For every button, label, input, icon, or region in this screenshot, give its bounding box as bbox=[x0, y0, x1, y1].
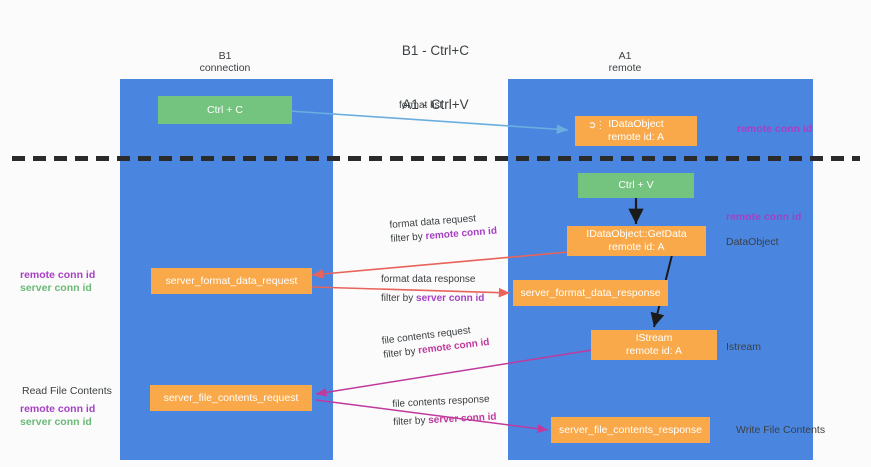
column-header-b1: B1 connection bbox=[150, 50, 300, 74]
node-istream-remote-id: remote id: A bbox=[625, 345, 683, 357]
annotation-write-file-contents: Write File Contents bbox=[736, 424, 826, 436]
column-header-a1-role: remote bbox=[608, 62, 642, 74]
annotation-remote-conn-id-mid: remote conn id bbox=[726, 211, 802, 223]
node-getdata-remote-id: remote id: A bbox=[608, 241, 665, 253]
edge-label-file-contents-response-line-1: file contents response bbox=[392, 393, 490, 410]
phase-divider bbox=[12, 156, 860, 161]
node-server-format-data-response-label: server_format_data_response bbox=[520, 286, 661, 299]
column-header-a1: A1 remote bbox=[550, 50, 700, 74]
edge-label-format-data-response-line-2: filter by server conn id bbox=[381, 293, 485, 304]
edge-label-format-data-response-line-1: format data response bbox=[381, 274, 476, 285]
node-server-file-contents-request[interactable]: server_file_contents_request bbox=[150, 385, 312, 411]
node-idataobject-getdata[interactable]: IDataObject::GetData remote id: A bbox=[567, 226, 706, 256]
node-idataobject[interactable]: IDataObject remote id: A bbox=[575, 116, 697, 146]
node-getdata-label: IDataObject::GetData bbox=[586, 228, 687, 240]
annotation-conn-ids-lower: remote conn id server conn id bbox=[20, 403, 95, 429]
node-ctrl-c-label: Ctrl + C bbox=[207, 103, 243, 116]
annotation-read-file-contents: Read File Contents bbox=[22, 385, 112, 397]
node-ctrl-c[interactable]: Ctrl + C bbox=[158, 96, 292, 124]
column-header-a1-name: A1 bbox=[618, 50, 632, 62]
mouse-cursor-artifact-icon: ➲⋮ bbox=[588, 120, 605, 131]
annotation-dataobject: DataObject bbox=[726, 236, 779, 248]
annotation-remote-conn-id-left-1: remote conn id bbox=[20, 269, 96, 281]
node-ctrl-v-label: Ctrl + V bbox=[618, 179, 654, 191]
node-server-file-contents-response-label: server_file_contents_response bbox=[558, 423, 702, 436]
node-server-file-contents-response[interactable]: server_file_contents_response bbox=[551, 417, 710, 443]
edge-label-file-contents-request: file contents request filter by remote c… bbox=[381, 322, 490, 363]
node-istream[interactable]: IStream remote id: A bbox=[591, 330, 717, 360]
node-server-format-data-request[interactable]: server_format_data_request bbox=[151, 268, 312, 294]
annotation-remote-conn-id-top: remote conn id bbox=[737, 123, 813, 135]
column-header-b1-name: B1 bbox=[218, 50, 232, 62]
node-idataobject-label: IDataObject bbox=[608, 118, 664, 130]
node-ctrl-v[interactable]: Ctrl + V bbox=[578, 173, 694, 198]
page-title-line-1: B1 - Ctrl+C bbox=[401, 43, 470, 58]
node-istream-label: IStream bbox=[635, 332, 673, 344]
edge-label-format-data-request: format data request filter by remote con… bbox=[389, 211, 498, 247]
annotation-remote-conn-id-left-2: remote conn id bbox=[20, 403, 96, 415]
edge-label-format-list: format list bbox=[399, 99, 442, 113]
annotation-conn-ids-upper: remote conn id server conn id bbox=[20, 269, 95, 295]
keyword-server-conn-id: server conn id bbox=[416, 293, 485, 304]
page-title-line-2: A1 - Ctrl+V bbox=[402, 97, 469, 112]
column-header-b1-role: connection bbox=[199, 62, 251, 74]
edge-label-format-data-response: format data response filter by server co… bbox=[381, 273, 484, 306]
keyword-server-conn-id-2: server conn id bbox=[427, 411, 497, 427]
annotation-server-conn-id-left-1: server conn id bbox=[20, 282, 92, 294]
node-server-format-data-request-label: server_format_data_request bbox=[165, 274, 298, 287]
annotation-server-conn-id-left-2: server conn id bbox=[20, 416, 92, 428]
edge-label-file-contents-response: file contents response filter by server … bbox=[392, 393, 497, 430]
node-server-file-contents-request-label: server_file_contents_request bbox=[163, 391, 299, 404]
node-server-format-data-response[interactable]: server_format_data_response bbox=[513, 280, 668, 306]
edge-label-format-list-line-1: format list bbox=[399, 100, 443, 111]
annotation-istream: Istream bbox=[726, 341, 762, 353]
node-idataobject-remote-id: remote id: A bbox=[607, 131, 665, 143]
edge-label-file-contents-response-line-2: filter by server conn id bbox=[392, 411, 497, 428]
page-title: B1 - Ctrl+C A1 - Ctrl+V bbox=[0, 6, 871, 150]
